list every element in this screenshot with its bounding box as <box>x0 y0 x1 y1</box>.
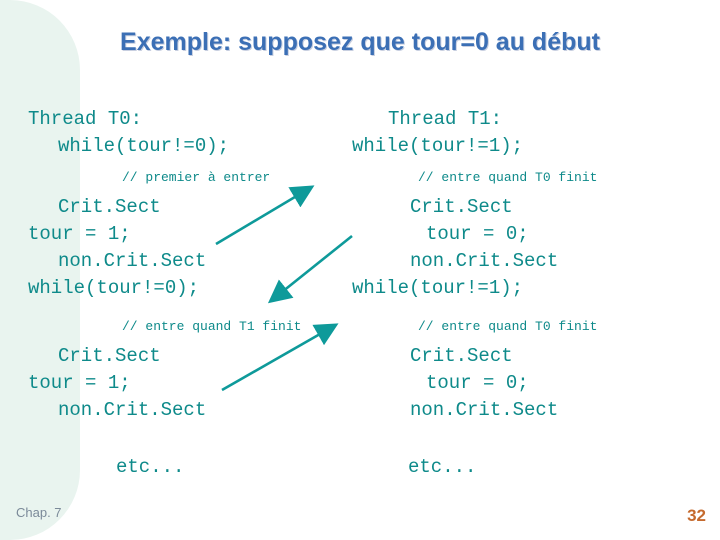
thread-t1-column: Thread T1: while(tour!=1); // entre quan… <box>352 106 682 481</box>
thread-t1-while-1: while(tour!=1); <box>352 134 524 157</box>
thread-t1-block2-assign: tour = 0; <box>426 372 529 395</box>
thread-t0-comment-2: // entre quand T1 finit <box>122 319 302 334</box>
thread-t1-header: Thread T1: <box>388 108 503 130</box>
thread-t1-block1-noncrit: non.Crit.Sect <box>410 250 559 273</box>
left-decoration-inner <box>0 0 80 540</box>
thread-t0-block1-noncrit: non.Crit.Sect <box>58 250 207 273</box>
thread-t0-block1-assign: tour = 1; <box>28 223 131 246</box>
spacer-right <box>352 424 682 454</box>
thread-t1-comment-2: // entre quand T0 finit <box>418 319 598 334</box>
thread-t1-block1-crit: Crit.Sect <box>410 196 513 219</box>
thread-t0-comment-1: // premier à entrer <box>122 169 271 185</box>
thread-t0-block2-assign: tour = 1; <box>28 372 131 395</box>
thread-t1-comment-1: // entre quand T0 finit <box>418 169 598 185</box>
thread-t0-header: Thread T0: <box>28 108 143 130</box>
thread-t1-block1-assign: tour = 0; <box>426 223 529 246</box>
thread-t1-etc: etc... <box>408 456 477 479</box>
thread-t0-etc: etc... <box>116 456 185 479</box>
thread-t0-block1-crit: Crit.Sect <box>58 196 161 219</box>
thread-t1-block1-while: while(tour!=1); <box>352 277 524 300</box>
footer-chapter: Chap. 7 <box>16 505 62 520</box>
footer-page-number: 32 <box>687 506 706 525</box>
page-title: Exemple: supposez que tour=0 au début <box>120 28 600 56</box>
spacer-left <box>28 424 348 454</box>
thread-t0-column: Thread T0: while(tour!=0); // premier à … <box>28 106 348 481</box>
thread-t0-while-1: while(tour!=0); <box>58 134 230 157</box>
thread-t1-block2-crit: Crit.Sect <box>410 345 513 368</box>
thread-t1-block2-noncrit: non.Crit.Sect <box>410 399 559 422</box>
thread-t0-block2-crit: Crit.Sect <box>58 345 161 368</box>
thread-t0-block2-noncrit: non.Crit.Sect <box>58 399 207 422</box>
thread-t0-block1-while: while(tour!=0); <box>28 277 200 300</box>
